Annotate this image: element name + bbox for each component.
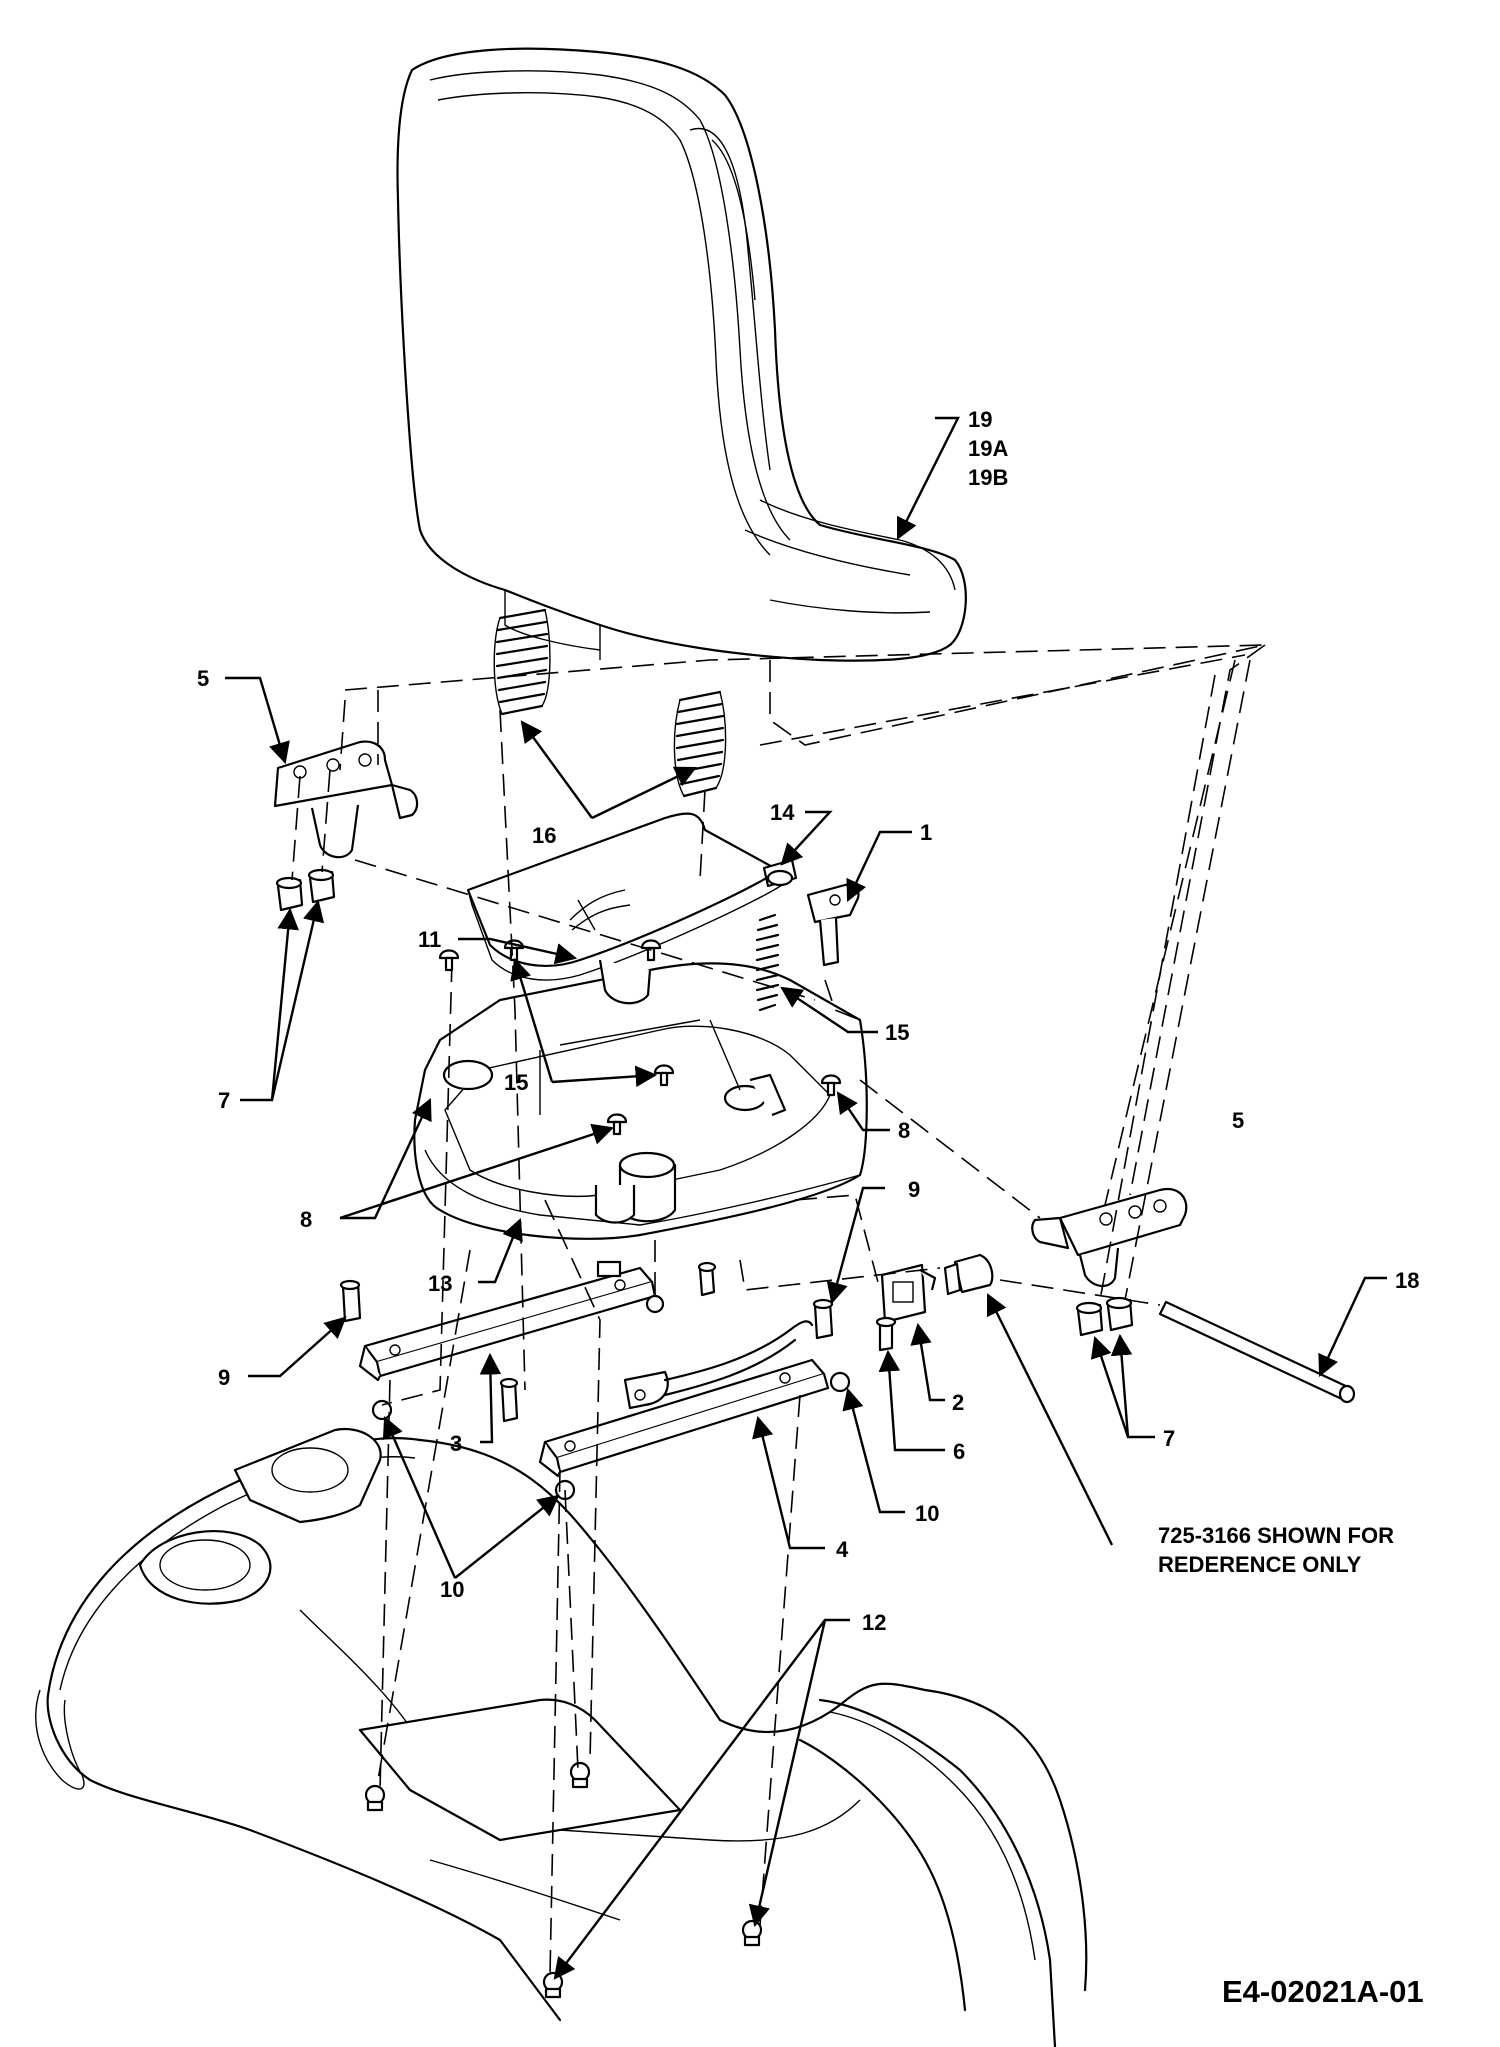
callout-19b: 19B xyxy=(968,465,1008,490)
callout-9-right: 9 xyxy=(908,1177,920,1202)
callout-10-left: 10 xyxy=(440,1577,464,1602)
callout-4: 4 xyxy=(836,1537,849,1562)
callout-5-left: 5 xyxy=(197,666,209,691)
callout-16: 16 xyxy=(532,823,556,848)
seat-bracket-left xyxy=(273,740,419,859)
callout-13: 13 xyxy=(428,1271,452,1296)
seat-bracket-right xyxy=(1031,1187,1188,1287)
bolt-9-left xyxy=(339,1279,362,1323)
callout-5-right: 5 xyxy=(1232,1108,1244,1133)
callout-15-right: 15 xyxy=(885,1020,909,1045)
seat xyxy=(396,47,967,662)
dashed-assembly-lines xyxy=(291,644,1266,1976)
bolt-9-center xyxy=(499,1261,717,1423)
bolts-left xyxy=(275,868,336,912)
note-line-2: REDERENCE ONLY xyxy=(1158,1552,1362,1577)
drawing-number: E4-02021A-01 xyxy=(1222,1974,1424,2009)
callout-7-right: 7 xyxy=(1163,1426,1175,1451)
spring-right xyxy=(673,690,727,798)
bolt-9-right xyxy=(812,1298,834,1340)
nuts-10 xyxy=(371,1294,851,1501)
rail-right xyxy=(538,1358,830,1478)
screw-6 xyxy=(875,1316,897,1352)
callout-labels: 19 19A 19B 5 16 14 1 11 7 15 15 8 5 8 9 … xyxy=(197,407,1419,1635)
safety-switch xyxy=(943,1253,994,1296)
rail-left xyxy=(358,1260,657,1382)
switch-bracket xyxy=(806,883,860,967)
callout-7-left: 7 xyxy=(218,1088,230,1113)
switch-spring xyxy=(755,913,780,1012)
callout-11: 11 xyxy=(418,927,441,952)
callout-14: 14 xyxy=(770,800,795,825)
callout-9-left: 9 xyxy=(218,1365,230,1390)
leader-lines xyxy=(225,416,1387,1980)
callout-1: 1 xyxy=(920,820,932,845)
adjust-lever xyxy=(623,1320,814,1410)
reference-note: 725-3166 SHOWN FOR REDERENCE ONLY xyxy=(1158,1523,1394,1577)
pivot-rod xyxy=(1158,1300,1356,1404)
callout-15-center: 15 xyxy=(504,1070,528,1095)
callout-8-left: 8 xyxy=(300,1207,312,1232)
callout-6: 6 xyxy=(953,1439,965,1464)
spring-left xyxy=(493,608,551,716)
seat-pan-base xyxy=(413,959,868,1240)
callout-12: 12 xyxy=(862,1610,886,1635)
pivot-bushing xyxy=(762,858,798,888)
callout-19a: 19A xyxy=(968,436,1008,461)
callout-3: 3 xyxy=(450,1431,462,1456)
callout-2: 2 xyxy=(952,1390,964,1415)
switch-clip xyxy=(880,1263,937,1324)
fender-body xyxy=(35,1427,1088,2047)
note-line-1: 725-3166 SHOWN FOR xyxy=(1158,1523,1394,1548)
callout-8-right: 8 xyxy=(898,1118,910,1143)
callout-19: 19 xyxy=(968,407,992,432)
callout-10-right: 10 xyxy=(915,1501,939,1526)
bolts-right xyxy=(1075,1296,1134,1337)
callout-18: 18 xyxy=(1395,1268,1419,1293)
